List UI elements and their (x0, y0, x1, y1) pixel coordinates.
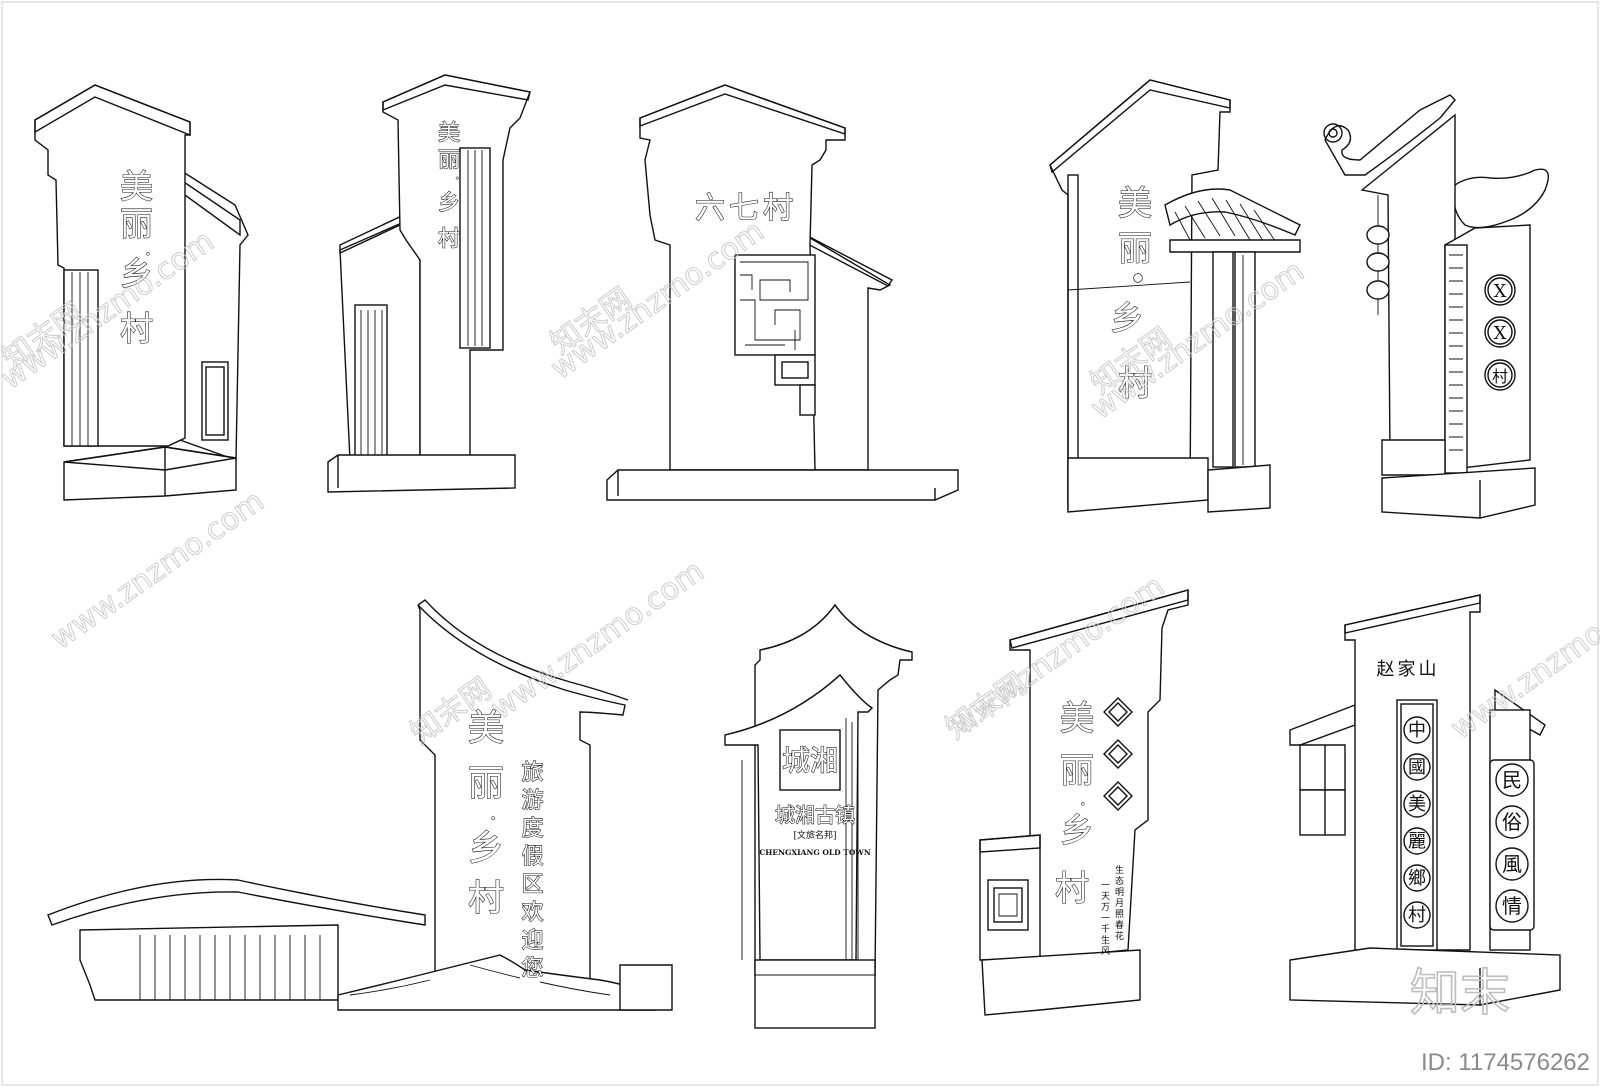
sign-9-side-char-4: 情 (1502, 894, 1522, 918)
sign-6-char-4: 乡 (468, 828, 504, 869)
sign-6-welcome-text: 旅游度假区欢迎您 (518, 760, 544, 984)
sign-5-curled-eave (1324, 94, 1456, 176)
sign-9-col-char-5: 鄉 (1408, 868, 1426, 889)
sign-8-diamonds (1103, 697, 1133, 811)
sign-9-col-char-3: 美 (1408, 794, 1426, 815)
sign-4-char-1: 美 (1118, 184, 1152, 224)
sign-1-char-4: 乡 (120, 254, 153, 293)
sign-8-char-5: 村 (1055, 869, 1089, 909)
sign-8-char-2: 丽 (1060, 751, 1094, 791)
sign-2-beautiful-village: 美 丽 · 乡 村 (327, 74, 531, 493)
sign-1-char-3: · (145, 244, 151, 265)
sign-7-title: 城湘古镇 (775, 803, 855, 827)
sign-4-char-3: 乡 (1110, 299, 1144, 339)
image-id-label: ID: 1174576262 (1421, 1049, 1590, 1076)
sign-1-beautiful-village: 美 丽 · 乡 村 (34, 84, 249, 501)
sign-9-side-medallions: 民 俗 風 情 (1495, 763, 1529, 923)
sign-9-col-char-1: 中 (1408, 720, 1426, 741)
sign-8-char-3: · (1080, 794, 1086, 815)
sign-4-beautiful-village: 美 丽 乡 村 (1049, 79, 1301, 513)
sign-9-col-char-4: 麗 (1408, 831, 1426, 852)
sign-2-char-5: 村 (438, 227, 460, 252)
sign-7-old-town: 城湘 城湘古镇 [文旅名邦] CHENGXIANG OLD TOWN (724, 603, 913, 1029)
sign-5-medallions: X X 村 (1484, 274, 1516, 391)
sign-7-english: CHENGXIANG OLD TOWN (759, 848, 871, 857)
sign-3-liuqi-village: 六七村 (606, 84, 959, 501)
sign-9-side-char-3: 風 (1502, 852, 1522, 876)
sign-2-char-3: · (455, 171, 459, 187)
sign-5-medallion-3: 村 (1492, 367, 1508, 386)
sign-6-rockery (337, 954, 656, 1011)
sign-9-col-char-6: 村 (1408, 905, 1426, 926)
sign-7-seal-text: 城湘 (782, 744, 838, 777)
sign-9-zhaojiashan: 赵家山 中 國 美 麗 鄉 村 民 俗 (1289, 594, 1561, 1006)
sign-6-pavilion-roof (47, 878, 426, 926)
sign-4-char-2: 丽 (1118, 229, 1152, 269)
sign-8-beautiful-village: 美 丽 · 乡 村 生态明月照春花 一天万一千生风 (979, 589, 1189, 1016)
sign-8-poem-2: 一天万一千生风 (1099, 880, 1110, 957)
sign-8-char-4: 乡 (1060, 811, 1094, 851)
sign-6-char-2: 丽 (468, 763, 504, 804)
sign-8-char-1: 美 (1060, 699, 1094, 739)
sign-1-char-1: 美 (120, 167, 153, 206)
sign-9-col-char-2: 國 (1408, 757, 1426, 778)
sign-6-char-5: 村 (468, 878, 504, 919)
sign-5-stone-ornament (1453, 168, 1549, 229)
sign-6-resort-welcome: 美 丽 · 乡 村 旅游度假区欢迎您 (47, 599, 673, 1011)
sign-5-xx-village: X X 村 (1323, 94, 1549, 519)
sign-1-char-2: 丽 (120, 204, 153, 243)
sign-2-char-1: 美 (438, 121, 460, 146)
sign-9-side-char-1: 民 (1502, 768, 1522, 792)
sign-6-char-3: · (490, 806, 496, 830)
sign-3-title: 六七村 (695, 191, 797, 226)
sign-5-medallion-2: X (1494, 323, 1507, 344)
sign-9-column-medallions: 中 國 美 麗 鄉 村 (1403, 716, 1431, 929)
sign-2-char-2: 丽 (438, 148, 460, 173)
sign-2-char-4: 乡 (438, 191, 460, 216)
sign-1-char-5: 村 (120, 309, 153, 348)
sign-9-side-char-2: 俗 (1502, 810, 1522, 834)
sign-7-tagline: [文旅名邦] (793, 829, 836, 841)
sign-7-seal-logo: 城湘 (779, 729, 841, 791)
sign-3-lattice-screen (734, 254, 816, 416)
sign-9-top-title: 赵家山 (1377, 659, 1440, 680)
watermark-2: www.znzmo.com (45, 484, 271, 657)
sign-6-char-1: 美 (468, 708, 504, 749)
sign-4-char-4: 村 (1118, 364, 1152, 404)
sign-4-gate-roof (1164, 188, 1301, 468)
brand-logo-watermark: 知末 (1410, 964, 1510, 1022)
sign-5-lanterns (1366, 195, 1390, 315)
sign-5-medallion-1: X (1494, 281, 1507, 302)
sign-8-poem-1: 生态明月照春花 (1113, 864, 1124, 942)
